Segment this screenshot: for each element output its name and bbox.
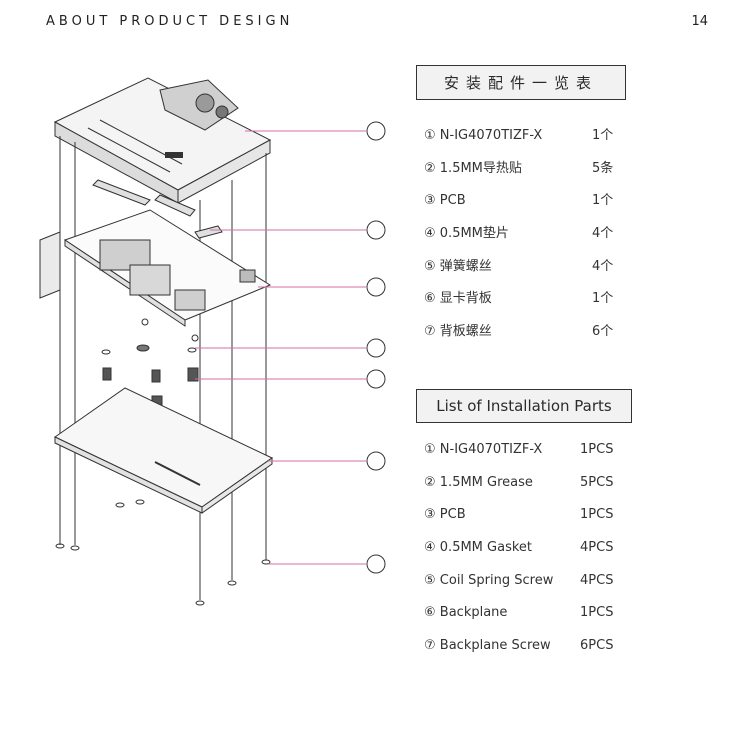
part-quantity: 1PCS [580,442,614,457]
part-quantity: 1个 [592,128,614,143]
callout-marker-2 [366,220,386,240]
callout-marker-7 [366,554,386,574]
callout-lines [195,130,366,565]
callout-marker-1 [366,121,386,141]
part-quantity: 1个 [592,291,614,307]
part-quantity: 1PCS [580,507,614,523]
part-quantity: 6个 [592,324,614,340]
backplate-illustration [54,387,273,514]
part-name: ④ 0.5MM垫片 [424,226,509,242]
part-name: ① N-IG4070TIZF-X [424,128,543,143]
part-quantity: 5条 [592,160,614,176]
parts-list-en-title: List of Installation Parts [416,389,632,423]
pcb-illustration [39,209,272,342]
part-name: ③ PCB [424,193,466,209]
part-quantity: 5PCS [580,474,614,490]
part-quantity: 1个 [592,193,614,209]
part-name: ⑦ Backplane Screw [424,638,551,654]
backplane-screws-illustration [55,499,271,606]
part-name: ② 1.5MM Grease [424,474,533,490]
part-name: ⑦ 背板螺丝 [424,324,492,340]
water-block-illustration [53,77,272,204]
part-name: ① N-IG4070TIZF-X [424,442,543,457]
part-name: ④ 0.5MM Gasket [424,540,532,556]
part-quantity: 4PCS [580,572,614,588]
part-name: ⑥ Backplane [424,605,508,621]
thermal-pads-illustration [92,179,223,239]
parts-list-cn-title: 安装配件一览表 [416,65,626,100]
part-quantity: 6PCS [580,638,614,654]
part-quantity: 4个 [592,226,614,242]
part-name: ⑤ 弹簧螺丝 [424,258,492,274]
page-header-title: ABOUT PRODUCT DESIGN [46,14,294,29]
part-name: ② 1.5MM导热贴 [424,160,522,176]
page-number: 14 [691,14,708,29]
callout-marker-5 [366,369,386,389]
part-quantity: 4个 [592,258,614,274]
callout-marker-4 [366,338,386,358]
part-quantity: 1PCS [580,605,614,621]
part-quantity: 4PCS [580,540,614,556]
part-name: ③ PCB [424,507,466,523]
part-name: ⑤ Coil Spring Screw [424,572,554,588]
part-name: ⑥ 显卡背板 [424,291,492,307]
callout-marker-6 [366,451,386,471]
callout-marker-3 [366,277,386,297]
